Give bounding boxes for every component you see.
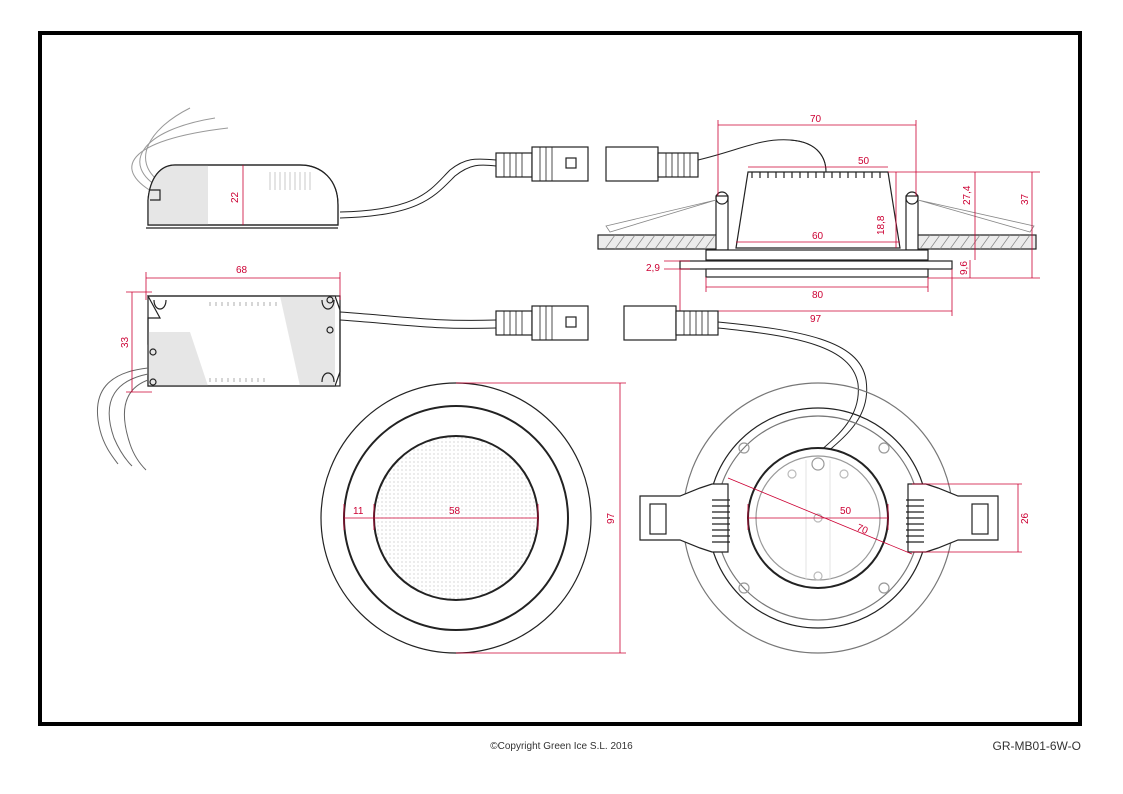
driver-top-dimensions [126, 272, 341, 393]
driver-top-view [96, 295, 497, 471]
connector-female-lower [623, 305, 868, 461]
copyright-notice: ©Copyright Green Ice S.L. 2016 [490, 741, 633, 752]
luminaire-side-dimensions [664, 120, 1040, 316]
dim-driver-side-height: 22 [230, 165, 244, 225]
dim-side-total-width: 70 [810, 114, 822, 125]
dim-back-clip-width: 26 [1020, 512, 1031, 524]
back-view-dimensions [727, 477, 1022, 555]
dim-back-diagonal: 70 [855, 523, 870, 538]
connector-male-upper [495, 146, 589, 182]
front-view-dimensions [343, 382, 626, 654]
dim-side-height-a: 27,4 [962, 185, 973, 205]
drawing-frame [38, 31, 1082, 726]
dim-side-bezel-thickness: 2,9 [646, 263, 660, 274]
dim-front-bezel-rim: 11 [353, 506, 364, 517]
connector-female-upper [605, 139, 827, 182]
dim-side-body-height: 18,8 [876, 215, 887, 235]
dim-side-overall: 97 [810, 314, 822, 325]
dim-front-outer-diameter: 97 [606, 512, 617, 524]
dim-side-cutout: 80 [812, 290, 824, 301]
dim-front-lens-diameter: 58 [449, 506, 461, 517]
dim-driver-top-length: 68 [236, 265, 248, 276]
driver-side-view [131, 107, 497, 229]
dim-side-inner-width: 60 [812, 231, 824, 242]
dim-side-height-total: 37 [1020, 193, 1031, 205]
dim-label: 22 [230, 191, 241, 203]
part-number: GR-MB01-6W-O [992, 739, 1081, 753]
dim-back-inner-diameter: 50 [840, 506, 852, 517]
dim-side-top-width: 50 [858, 156, 870, 167]
connector-male-lower [495, 305, 589, 341]
dim-side-bezel-height: 9,6 [959, 261, 970, 275]
luminaire-side-view [597, 139, 1037, 278]
dim-driver-top-width: 33 [120, 336, 131, 348]
